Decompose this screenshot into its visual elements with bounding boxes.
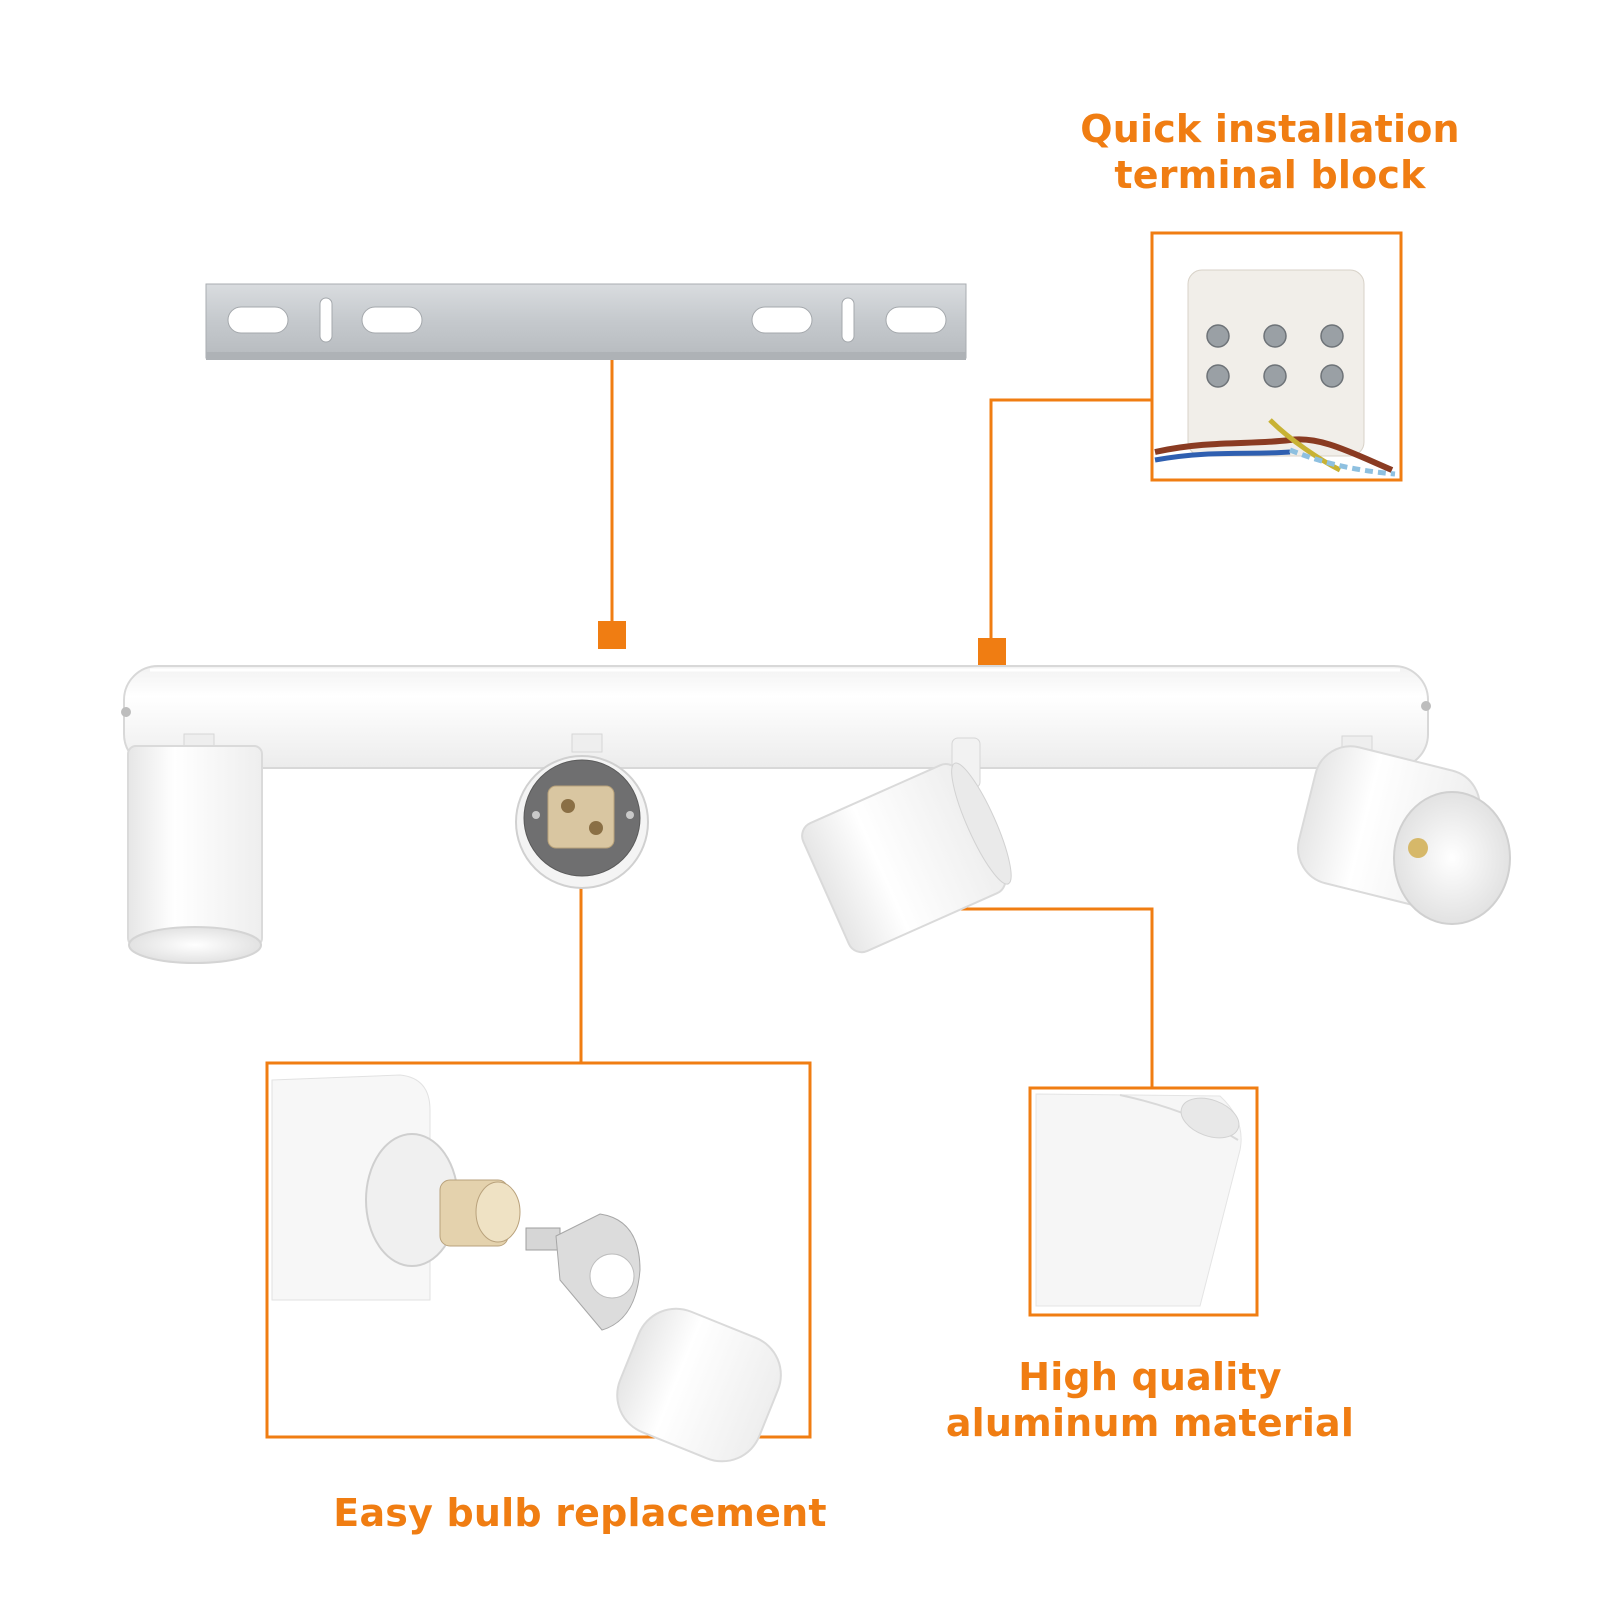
terminal-block-label: Quick installation terminal block xyxy=(1060,106,1480,198)
gu10-socket xyxy=(515,733,649,889)
terminal-block-photo xyxy=(1150,231,1403,482)
spotlight-head xyxy=(801,737,1012,954)
spotlight-head xyxy=(1297,735,1511,925)
terminal-block-label-line2: terminal block xyxy=(1114,153,1426,197)
material-label-line2: aluminum material xyxy=(945,1401,1355,1445)
bulb-label-text: Easy bulb replacement xyxy=(333,1491,827,1535)
terminal-block-label-line1: Quick installation xyxy=(1080,107,1460,151)
material-label-line1: High quality xyxy=(1018,1355,1282,1399)
spotlight-bar xyxy=(121,665,1431,769)
bulb-replacement-photo xyxy=(265,1061,812,1463)
spotlight-head xyxy=(127,733,263,964)
material-label: High quality aluminum material xyxy=(940,1354,1360,1446)
bulb-label: Easy bulb replacement xyxy=(300,1490,860,1536)
mounting-bracket xyxy=(205,283,967,360)
spotlight-closeup-photo xyxy=(1028,1086,1259,1317)
